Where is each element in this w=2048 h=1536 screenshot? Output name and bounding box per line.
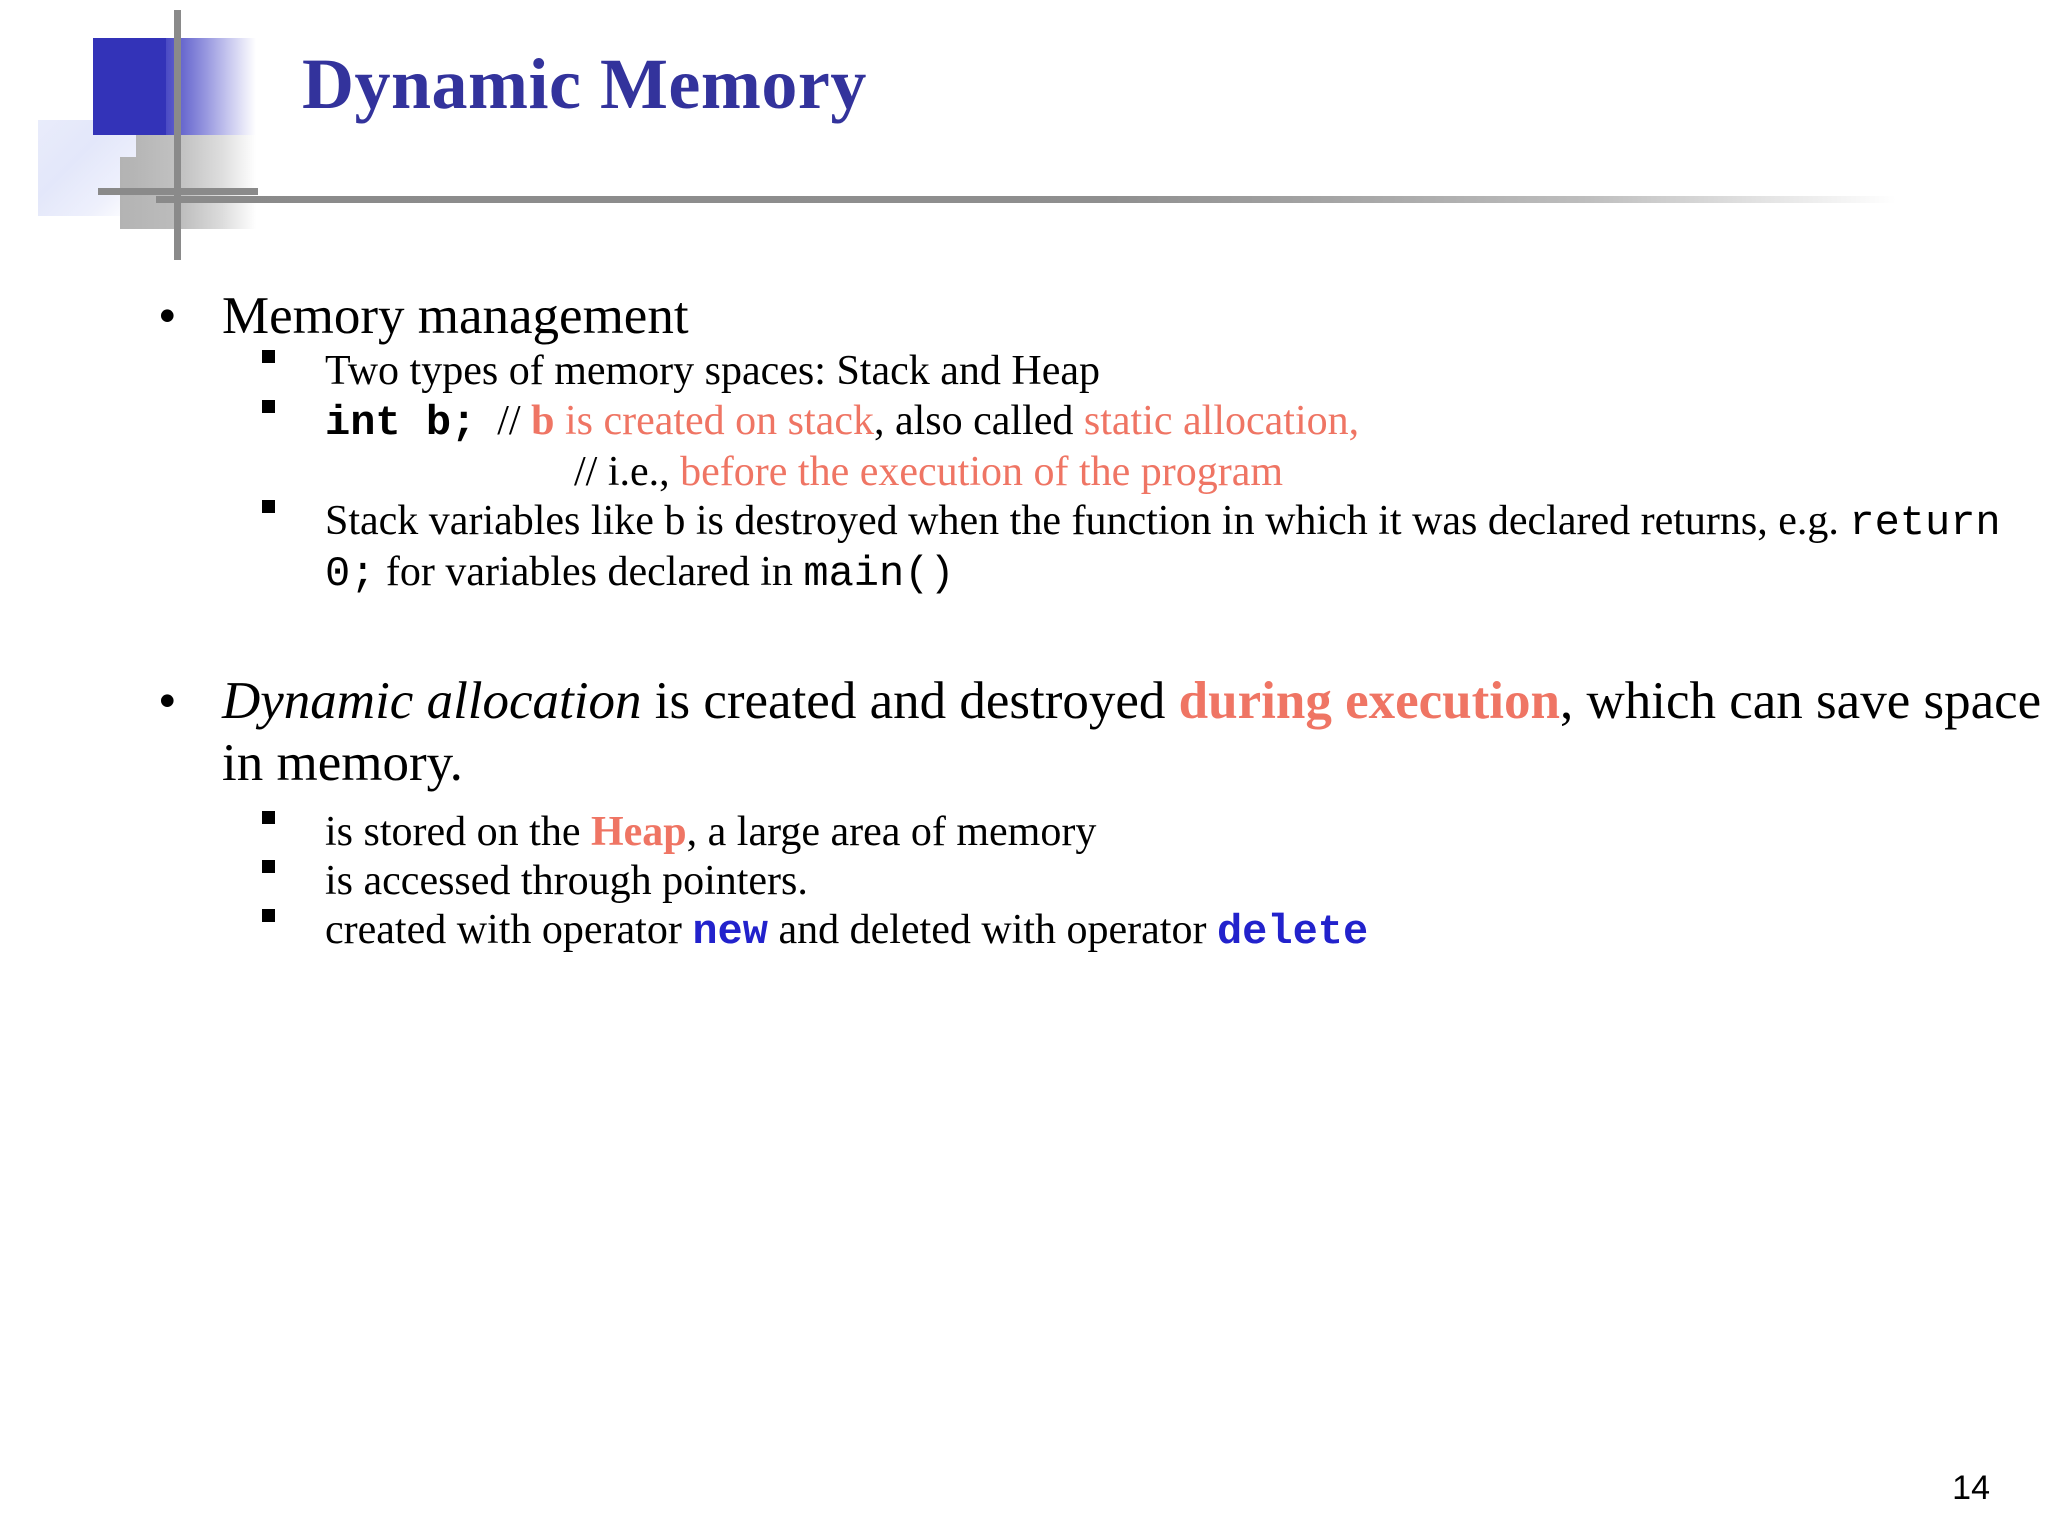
bullet-dynamic-allocation: • Dynamic allocation is created and dest… [0, 671, 2048, 794]
code-new: new [692, 908, 768, 957]
bullet-memory-management: • Memory management [0, 286, 2048, 347]
code-delete: delete [1216, 908, 1369, 957]
bullet-level1-label: Memory management [222, 287, 689, 345]
bullet-square-icon [262, 909, 275, 923]
bullet-square-icon [262, 399, 275, 413]
code-return-zero: return 0; [325, 498, 2001, 598]
bullet-dot-icon: • [158, 287, 177, 345]
code-main: main() [803, 549, 955, 598]
decoration-horizontal-rule-short [98, 188, 258, 195]
new-delete-pre: created with operator [325, 907, 693, 954]
subbullet-accessed-through-pointers: is accessed through pointers. [0, 857, 2048, 906]
accent-during-execution: during execution [1178, 672, 1560, 731]
decoration-gray-gradient-upper [136, 135, 256, 192]
accent-static-allocation: static allocation, [1083, 397, 1360, 444]
decoration-lavender-square [38, 120, 136, 216]
heap-pre-text: is stored on the [325, 809, 591, 856]
int-b-comment-second-line: // i.e., before the execution of the pro… [325, 448, 2048, 497]
subbullet-label: Two types of memory spaces: Stack and He… [325, 348, 1101, 395]
also-called-text: , also called [873, 397, 1084, 444]
stack-variables-part1: Stack variables like b is destroyed when… [325, 497, 1850, 544]
decoration-blue-square [93, 38, 166, 135]
lead-tail-text: , which can save space in memory. [222, 672, 2042, 792]
slide-title: Dynamic Memory [302, 44, 867, 124]
bullet-square-icon [262, 499, 275, 513]
comment-slashes-2: // [574, 448, 608, 495]
subbullet-two-types: Two types of memory spaces: Stack and He… [0, 347, 2048, 396]
subbullet-label: is accessed through pointers. [325, 858, 808, 905]
accent-before-execution: before the execution of the program [680, 448, 1284, 495]
subbullet-int-b-declaration: int b; // b is created on stack, also ca… [0, 397, 2048, 497]
accent-variable-b: b [531, 397, 555, 444]
stack-variables-part2: for variables declared in [375, 548, 804, 595]
code-int-b: int b; [325, 398, 477, 447]
page-number: 14 [1952, 1469, 1990, 1507]
decoration-blue-gradient [166, 38, 256, 135]
bullet-square-icon [262, 860, 275, 874]
title-underline-rule [156, 196, 1896, 203]
comment-slashes: // [497, 397, 532, 444]
bullet-square-icon [262, 350, 275, 364]
italic-dynamic-allocation: Dynamic allocation [222, 672, 642, 731]
accent-created-on-stack: is created on stack [554, 397, 874, 444]
bullet-square-icon [262, 811, 275, 825]
bullet-dot-icon: • [158, 672, 177, 731]
subbullet-stored-on-heap: is stored on the Heap, a large area of m… [0, 808, 2048, 857]
new-delete-mid: and deleted with operator [767, 907, 1217, 954]
header-decoration [0, 0, 300, 270]
subbullet-stack-variables: Stack variables like b is destroyed when… [0, 497, 2048, 599]
paragraph-spacer [0, 599, 2048, 671]
heap-post-text: , a large area of memory [686, 809, 1097, 856]
accent-heap: Heap [590, 809, 687, 856]
lead-rest-text: is created and destroyed [641, 672, 1179, 731]
subbullet-new-delete: created with operator new and deleted wi… [0, 906, 2048, 957]
small-spacer [0, 794, 2048, 808]
slide-body: • Memory management Two types of memory … [0, 286, 2048, 957]
decoration-vertical-rule [174, 10, 181, 260]
ie-text: i.e., [607, 448, 681, 495]
